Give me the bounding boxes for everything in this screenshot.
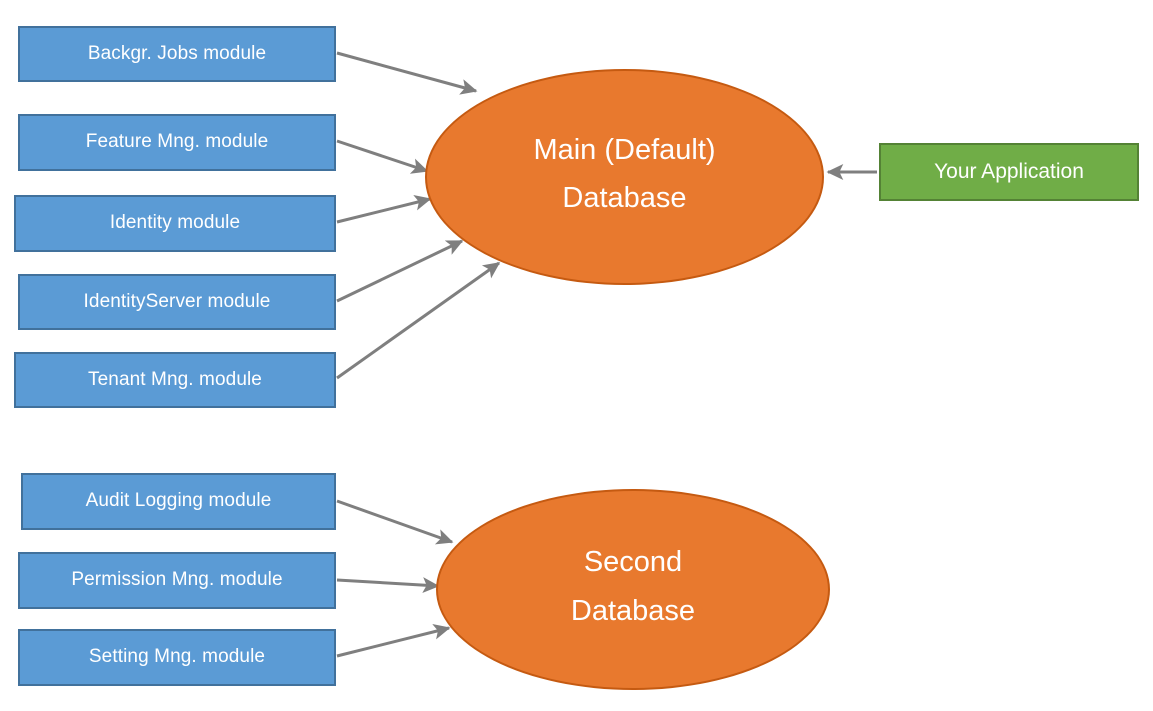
database-label-line2: Database [562, 182, 687, 214]
connector-identity-to-main-db [336, 194, 432, 224]
database-label-line1: Second [583, 546, 683, 579]
database-label-line1: Main (Default) [533, 133, 716, 166]
module-box-backgr-jobs[interactable]: Backgr. Jobs module [18, 26, 336, 82]
module-label: Setting Mng. module [88, 646, 266, 668]
database-node-second[interactable]: Second Database [436, 489, 830, 690]
module-box-setting-mng[interactable]: Setting Mng. module [18, 629, 336, 686]
module-label: Tenant Mng. module [88, 368, 262, 390]
module-label: Identity module [109, 212, 241, 234]
module-box-feature-mng[interactable]: Feature Mng. module [18, 114, 336, 171]
application-label: Your Application [934, 159, 1084, 183]
module-label: Audit Logging module [85, 490, 272, 512]
connector-feature-mng-to-main-db [336, 139, 429, 174]
connector-setting-mng-to-second-db [336, 623, 451, 658]
connector-backgr-jobs-to-main-db [336, 51, 478, 95]
database-label-line2: Database [570, 594, 696, 627]
connector-permission-mng-to-second-db [336, 577, 440, 594]
module-label: Backgr. Jobs module [87, 42, 267, 64]
module-box-audit-logging[interactable]: Audit Logging module [21, 473, 336, 530]
connector-identityserver-to-main-db [336, 239, 464, 303]
module-box-identityserver[interactable]: IdentityServer module [18, 274, 336, 330]
module-box-permission-mng[interactable]: Permission Mng. module [18, 552, 336, 609]
module-label: IdentityServer module [83, 290, 271, 312]
database-node-main[interactable]: Main (Default) Database [425, 69, 824, 285]
module-label: Feature Mng. module [85, 131, 269, 153]
module-box-identity[interactable]: Identity module [14, 195, 336, 252]
application-box[interactable]: Your Application [879, 143, 1139, 201]
module-label: Permission Mng. module [71, 569, 283, 591]
connector-tenant-mng-to-main-db [336, 261, 501, 380]
connector-audit-logging-to-second-db [336, 499, 454, 545]
module-box-tenant-mng[interactable]: Tenant Mng. module [14, 352, 336, 408]
